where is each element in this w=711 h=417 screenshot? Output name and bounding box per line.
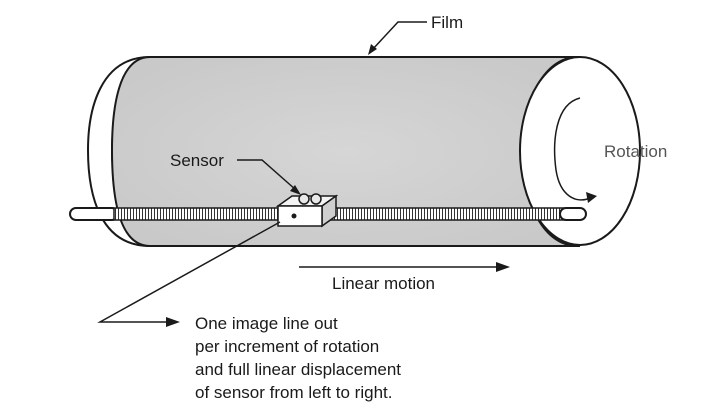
- rod-left-end: [69, 207, 119, 221]
- rod-right-end: [559, 207, 587, 221]
- rotation-arrowhead: [586, 192, 597, 203]
- rotation-label: Rotation: [604, 142, 667, 161]
- output-text-line-1: One image line out: [195, 314, 338, 333]
- linear-motion-indicator: Linear motion: [299, 262, 510, 293]
- screw-thread-right: [327, 207, 565, 221]
- output-leader-line: [97, 221, 281, 323]
- sensor-block-front: [277, 205, 323, 227]
- output-leader-arrowhead: [166, 317, 180, 327]
- sensor-leader-arrowhead: [290, 185, 301, 195]
- sensor-head-right: [310, 193, 322, 205]
- sensor-screw-hole: [291, 213, 297, 219]
- linear-motion-label: Linear motion: [332, 274, 435, 293]
- film-callout: Film: [368, 13, 463, 55]
- sensor-head-left: [298, 193, 310, 205]
- linear-motion-arrowhead: [496, 262, 510, 272]
- output-callout: One image line out per increment of rota…: [97, 221, 401, 402]
- film-leader-arrowhead: [368, 44, 377, 55]
- output-text-line-2: per increment of rotation: [195, 337, 379, 356]
- film-label: Film: [431, 13, 463, 32]
- lead-screw: [69, 207, 587, 221]
- rotation-arc: [553, 97, 591, 201]
- drum-right-end: [519, 56, 641, 246]
- sensor-leader-line: [237, 159, 297, 191]
- sensor-label: Sensor: [170, 151, 224, 170]
- output-text-line-4: of sensor from left to right.: [195, 383, 392, 402]
- film-drum: [86, 56, 641, 247]
- sensor-callout: Sensor: [170, 151, 301, 195]
- rotation-indicator: Rotation: [553, 97, 667, 203]
- output-text-line-3: and full linear displacement: [195, 360, 401, 379]
- screw-thread-left: [113, 207, 281, 221]
- sensor-carriage: [275, 193, 339, 228]
- film-leader-line: [371, 21, 427, 51]
